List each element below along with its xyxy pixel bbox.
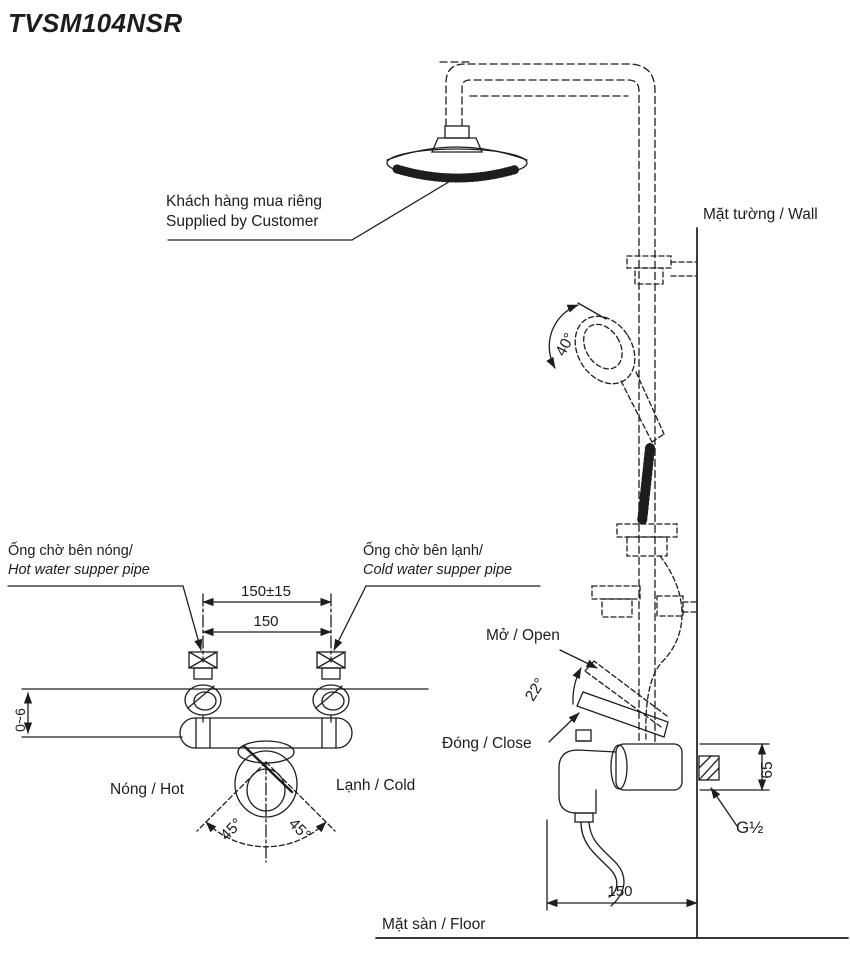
close-label: Đóng / Close: [442, 735, 532, 752]
overhead-shower-head: [386, 125, 528, 183]
cold-supply-label-vi: Ống chờ bên lạnh/: [363, 543, 483, 559]
dim-wall-gap: 0~6: [12, 708, 28, 732]
customer-note-en: Supplied by Customer: [166, 213, 319, 230]
open-label: Mở / Open: [486, 627, 560, 644]
cold-supply-label: Ống chờ bên lạnh/ Cold water supper pipe: [363, 542, 512, 580]
thread-leader: [710, 787, 738, 827]
customer-note-leader: [167, 179, 453, 241]
spout: [558, 749, 617, 823]
cold-supply-label-en: Cold water supper pipe: [363, 562, 513, 578]
handle-angle-arc: [572, 667, 582, 705]
customer-note: Khách hàng mua riêng Supplied by Custome…: [166, 192, 322, 232]
dimension-lines-front: [202, 597, 332, 637]
page-title: TVSM104NSR: [8, 8, 183, 38]
dimension-spout-reach: [546, 819, 698, 911]
thread-label: G½: [736, 818, 764, 837]
hot-label: Nóng / Hot: [110, 781, 185, 798]
dim-outlet-height: 65: [759, 761, 776, 779]
hot-supply-label-vi: Ống chờ bên nóng/: [8, 543, 133, 559]
customer-note-vi: Khách hàng mua riêng: [166, 193, 322, 210]
handle-closed: [576, 691, 669, 738]
supply-leader-lines: [7, 585, 541, 651]
front-view-faucet: [7, 585, 541, 863]
dim-spout-reach: 150: [607, 883, 633, 900]
dim-supply-span-tol: 150±15: [241, 583, 291, 600]
wall-thread-connector: [698, 755, 720, 781]
close-leader: [548, 712, 580, 743]
hose-outlet: [580, 821, 625, 907]
open-leader: [559, 649, 598, 669]
dim-supply-span: 150: [253, 613, 279, 630]
swing-arc: [196, 761, 336, 848]
supply-pipe-left: [184, 651, 222, 723]
hot-supply-label: Ống chờ bên nóng/ Hot water supper pipe: [8, 542, 150, 580]
supply-pipe-right: [312, 651, 350, 723]
floor-label: Mặt sàn / Floor: [382, 916, 486, 933]
hot-supply-label-en: Hot water supper pipe: [8, 562, 150, 578]
wall-label: Mặt tường / Wall: [703, 206, 818, 223]
riser-pipe: [439, 61, 656, 743]
cold-label: Lạnh / Cold: [336, 777, 416, 794]
shower-holder-bracket: [626, 255, 698, 285]
handshower-angle-arc: [546, 302, 607, 369]
side-view-mixer: [546, 649, 770, 911]
wall-union-hardware: [591, 585, 698, 618]
hand-shower: [574, 315, 665, 443]
shower-hose: [616, 443, 683, 741]
